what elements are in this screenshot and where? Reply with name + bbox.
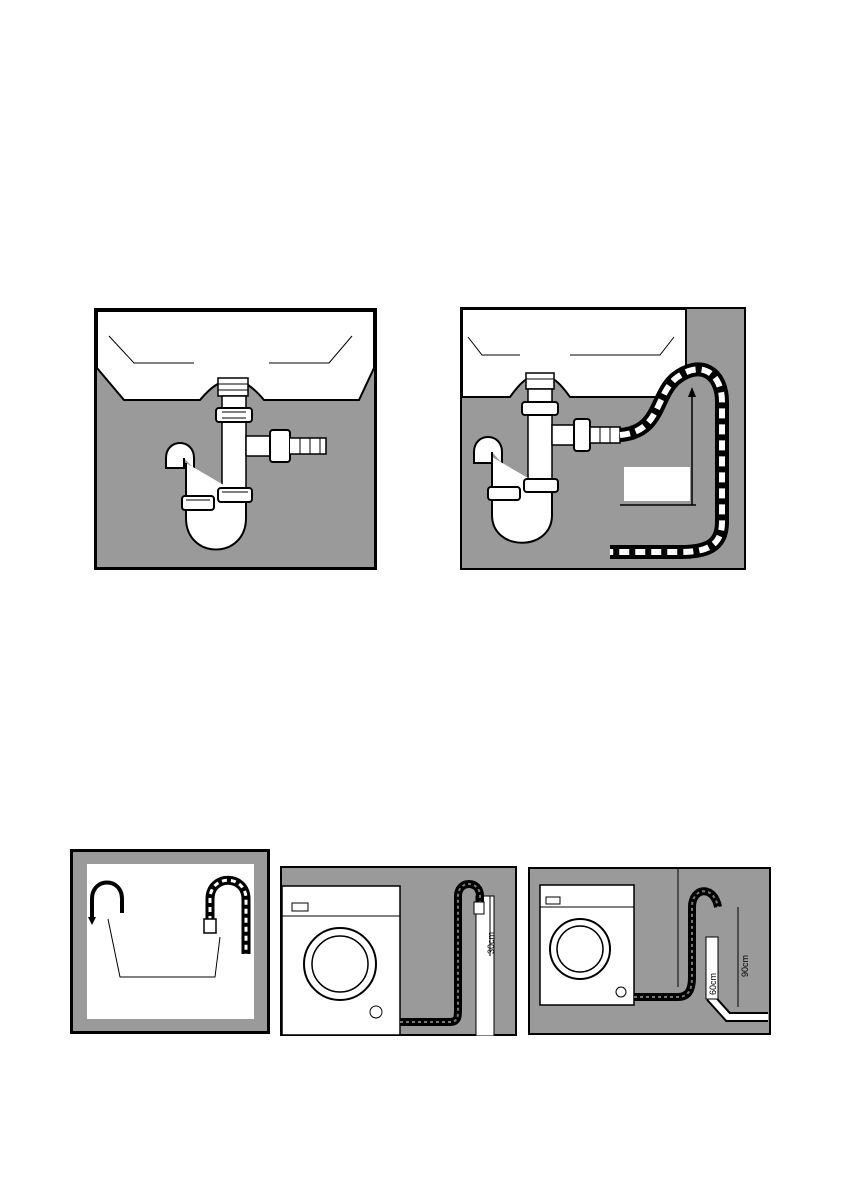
hose-bend-icon	[70, 849, 270, 1034]
sink-siphon-icon	[94, 308, 377, 570]
hose-bend-guide-diagram	[70, 849, 270, 1034]
sink-hose-icon	[460, 307, 746, 570]
siphon-hose-diagram	[460, 307, 746, 570]
wall-outlet-short-label: 60cm	[708, 973, 718, 995]
standpipe-height-label: 30cm	[486, 932, 496, 954]
standpipe-install-diagram: 30cm	[280, 866, 517, 1036]
wall-outlet-install-diagram: 60cm 90cm	[528, 867, 771, 1035]
washer-wall-outlet-icon: 60cm 90cm	[528, 867, 771, 1035]
wall-outlet-tall-label: 90cm	[740, 955, 750, 977]
washer-standpipe-icon: 30cm	[280, 866, 517, 1036]
sink-siphon-diagram	[94, 308, 377, 570]
